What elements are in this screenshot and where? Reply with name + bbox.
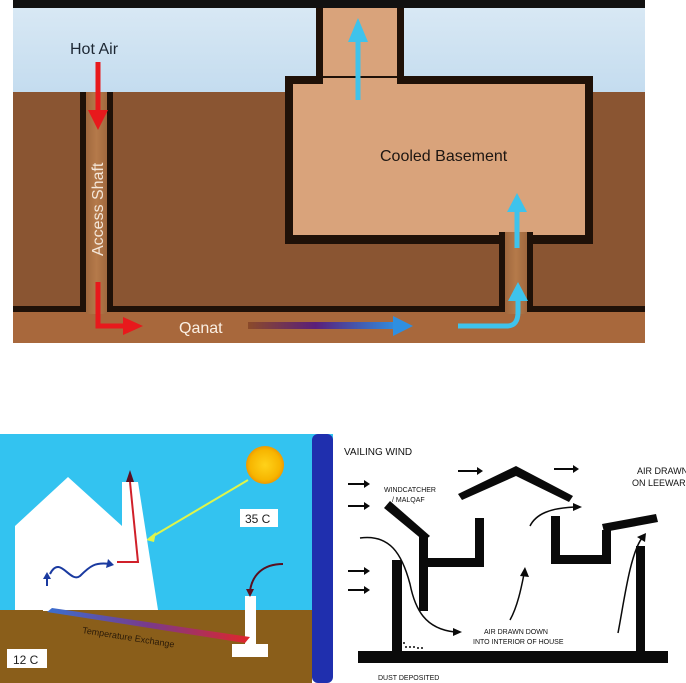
windcatcher-ledge — [419, 558, 479, 567]
second-catcher-left — [551, 516, 560, 563]
qanat-diagram: Hot Air Access Shaft Cooled Basement Qan… — [13, 0, 645, 343]
underground-pipe — [47, 608, 250, 643]
windcatcher-diagram: VAILING WIND WINDCATCHER / MALQAF AIR DR… — [340, 434, 686, 683]
left-wall — [392, 560, 402, 652]
windcatcher-label-line1: WINDCATCHER — [384, 487, 436, 494]
sun-ray — [149, 479, 249, 539]
cyan-basement-up-arrow — [507, 193, 527, 248]
roof — [458, 466, 573, 502]
windcatcher-scoop — [384, 501, 430, 541]
dust-dots — [403, 642, 423, 649]
outlet-inflow-arrow — [249, 563, 284, 592]
second-catcher-base — [551, 555, 611, 564]
temperature-diagram-svg: 35 C 12 C Temperature Exchange — [0, 434, 333, 683]
windcatcher-diagram-svg: VAILING WIND WINDCATCHER / MALQAF AIR DR… — [344, 447, 686, 682]
outside-temp-label: 35 C — [245, 512, 271, 526]
air-up-flow-curve — [529, 506, 576, 527]
air-drawn-leeward-line1: AIR DRAWN — [637, 466, 686, 476]
access-shaft-label: Access Shaft — [90, 162, 107, 256]
right-wall — [636, 546, 645, 652]
cyan-turn-up-arrow — [458, 282, 528, 329]
air-rise-flow-curve — [509, 573, 525, 621]
second-catcher-right — [602, 530, 611, 564]
ground-line — [358, 651, 668, 663]
sun-icon — [246, 446, 284, 484]
hot-air-label: Hot Air — [70, 41, 119, 58]
air-drawn-down-line2: INTO INTERIOR OF HOUSE — [473, 639, 564, 646]
cooled-basement-label: Cooled Basement — [380, 148, 508, 165]
dust-deposited-label: DUST DEPOSITED — [378, 675, 439, 682]
windcatcher-upright — [475, 518, 484, 567]
windcatcher-label-line2: / MALQAF — [392, 497, 425, 504]
air-drawn-leeward-line2: ON LEEWAR — [632, 478, 686, 488]
wind-arrows-top — [458, 465, 579, 475]
tower-duct — [117, 481, 140, 563]
outside-temp-box — [240, 509, 278, 527]
access-shaft — [86, 92, 107, 314]
wind-arrows-left — [348, 480, 370, 594]
cooled-basement-room — [293, 84, 585, 235]
top-border — [13, 0, 645, 8]
shaft-turn-arrow — [95, 282, 143, 335]
right-border — [312, 434, 333, 683]
interior-airflow-arrow — [49, 562, 111, 579]
ground-temp-box — [7, 649, 47, 668]
second-catcher-roof — [602, 514, 658, 532]
wind-tower — [122, 482, 158, 610]
ground-temp-label: 12 C — [13, 653, 39, 667]
house — [15, 477, 122, 610]
windcatcher-shaft — [419, 536, 428, 611]
qanat-label: Qanat — [179, 320, 223, 337]
outlet-pipe — [245, 596, 256, 648]
air-down-flow-curve — [359, 536, 456, 633]
outlet-base — [232, 644, 268, 657]
hot-air-down-arrow — [88, 62, 108, 130]
air-drawn-down-line1: AIR DRAWN DOWN — [484, 629, 548, 636]
leeward-flow-curve — [617, 537, 643, 634]
qanat-diagram-svg: Hot Air Access Shaft Cooled Basement Qan… — [13, 0, 645, 343]
cyan-chimney-up-arrow — [348, 18, 368, 100]
inlet-pipe — [43, 589, 50, 611]
qanat-flow-arrow — [248, 316, 413, 336]
prevailing-wind-label: VAILING WIND — [344, 447, 412, 458]
temperature-diagram: 35 C 12 C Temperature Exchange — [0, 434, 333, 683]
